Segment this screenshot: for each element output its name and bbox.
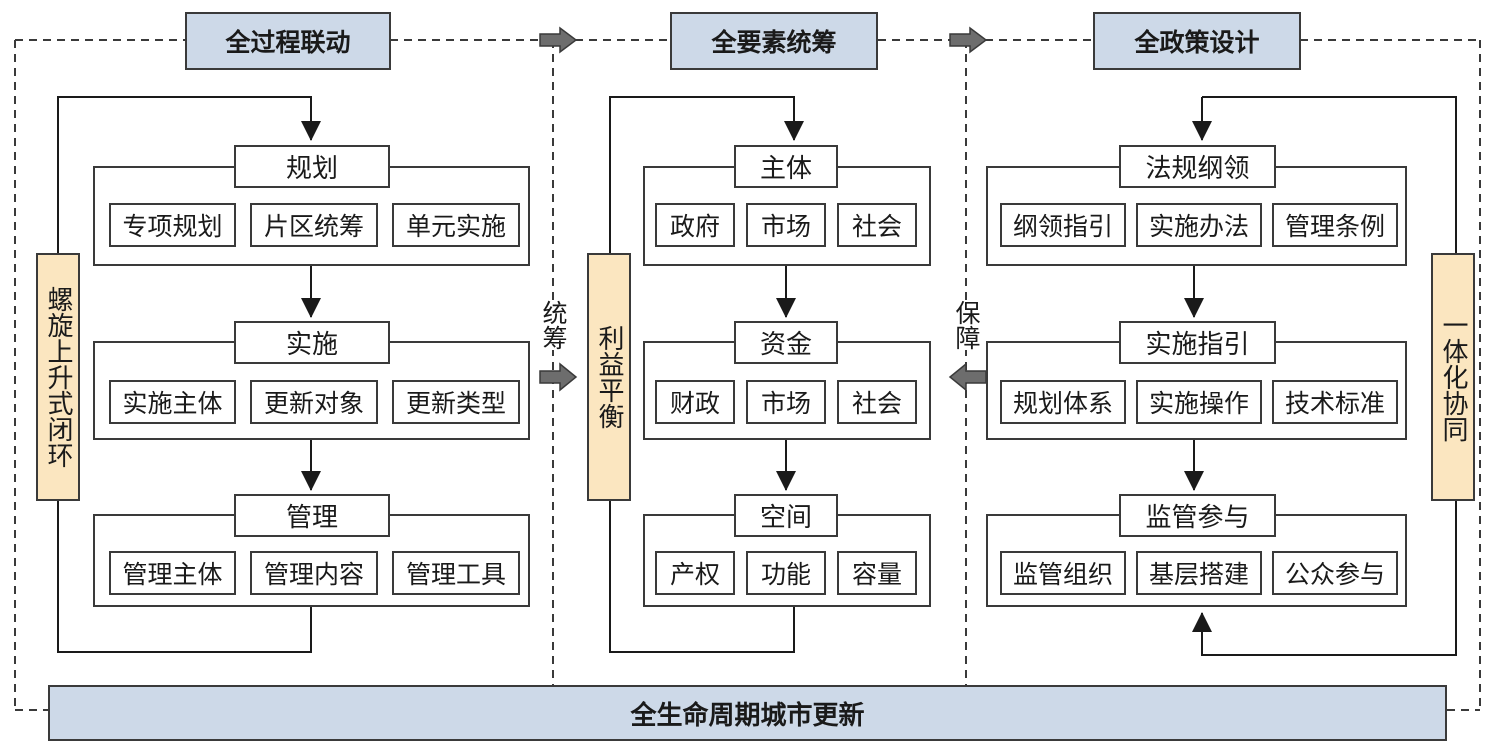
item-supervision-2: 基层搭建 (1136, 551, 1262, 595)
item-management-1: 管理主体 (109, 551, 236, 595)
item-implementation-2: 更新对象 (250, 380, 378, 424)
item-guidelines-2: 实施操作 (1136, 380, 1262, 424)
item-supervision-1: 监管组织 (1000, 551, 1126, 595)
header-elements: 全要素统筹 (670, 12, 878, 70)
item-subject-2: 市场 (746, 203, 826, 247)
group-title-subject: 主体 (734, 145, 838, 188)
connector-label-coordinate: 统筹 (539, 300, 568, 350)
outer-dashed-frame (14, 39, 1481, 711)
connector-label-guarantee: 保障 (952, 300, 981, 350)
group-title-space: 空间 (734, 494, 838, 537)
header-process: 全过程联动 (185, 12, 391, 70)
item-guidelines-3: 技术标准 (1272, 380, 1398, 424)
group-title-planning: 规划 (234, 145, 390, 188)
item-space-2: 功能 (746, 551, 826, 595)
item-regulations-2: 实施办法 (1136, 203, 1262, 247)
item-funding-3: 社会 (837, 380, 917, 424)
item-space-3: 容量 (837, 551, 917, 595)
bottom-bar-lifecycle: 全生命周期城市更新 (48, 685, 1447, 741)
group-title-management: 管理 (234, 494, 390, 537)
item-implementation-1: 实施主体 (109, 380, 236, 424)
item-management-3: 管理工具 (392, 551, 520, 595)
item-funding-2: 市场 (746, 380, 826, 424)
right-loop (1184, 96, 1457, 656)
group-title-guidelines: 实施指引 (1119, 321, 1276, 364)
side-label-right: 一体化协同 (1431, 253, 1475, 501)
item-supervision-3: 公众参与 (1272, 551, 1398, 595)
item-regulations-1: 纲领指引 (1000, 203, 1126, 247)
side-label-middle: 利益平衡 (587, 253, 631, 501)
item-planning-2: 片区统筹 (250, 203, 378, 247)
item-subject-3: 社会 (837, 203, 917, 247)
item-space-1: 产权 (655, 551, 735, 595)
item-subject-1: 政府 (655, 203, 735, 247)
group-title-funding: 资金 (734, 321, 838, 364)
item-regulations-3: 管理条例 (1272, 203, 1398, 247)
group-title-implementation: 实施 (234, 321, 390, 364)
item-planning-1: 专项规划 (109, 203, 236, 247)
item-funding-1: 财政 (655, 380, 735, 424)
header-policy: 全政策设计 (1093, 12, 1301, 70)
item-planning-3: 单元实施 (392, 203, 520, 247)
flow-arrows (539, 26, 988, 392)
group-title-supervision: 监管参与 (1119, 494, 1276, 537)
item-guidelines-1: 规划体系 (1000, 380, 1126, 424)
side-label-left: 螺旋上升式闭环 (36, 253, 80, 501)
item-implementation-3: 更新类型 (392, 380, 520, 424)
item-management-2: 管理内容 (250, 551, 378, 595)
group-title-regulations: 法规纲领 (1119, 145, 1276, 188)
